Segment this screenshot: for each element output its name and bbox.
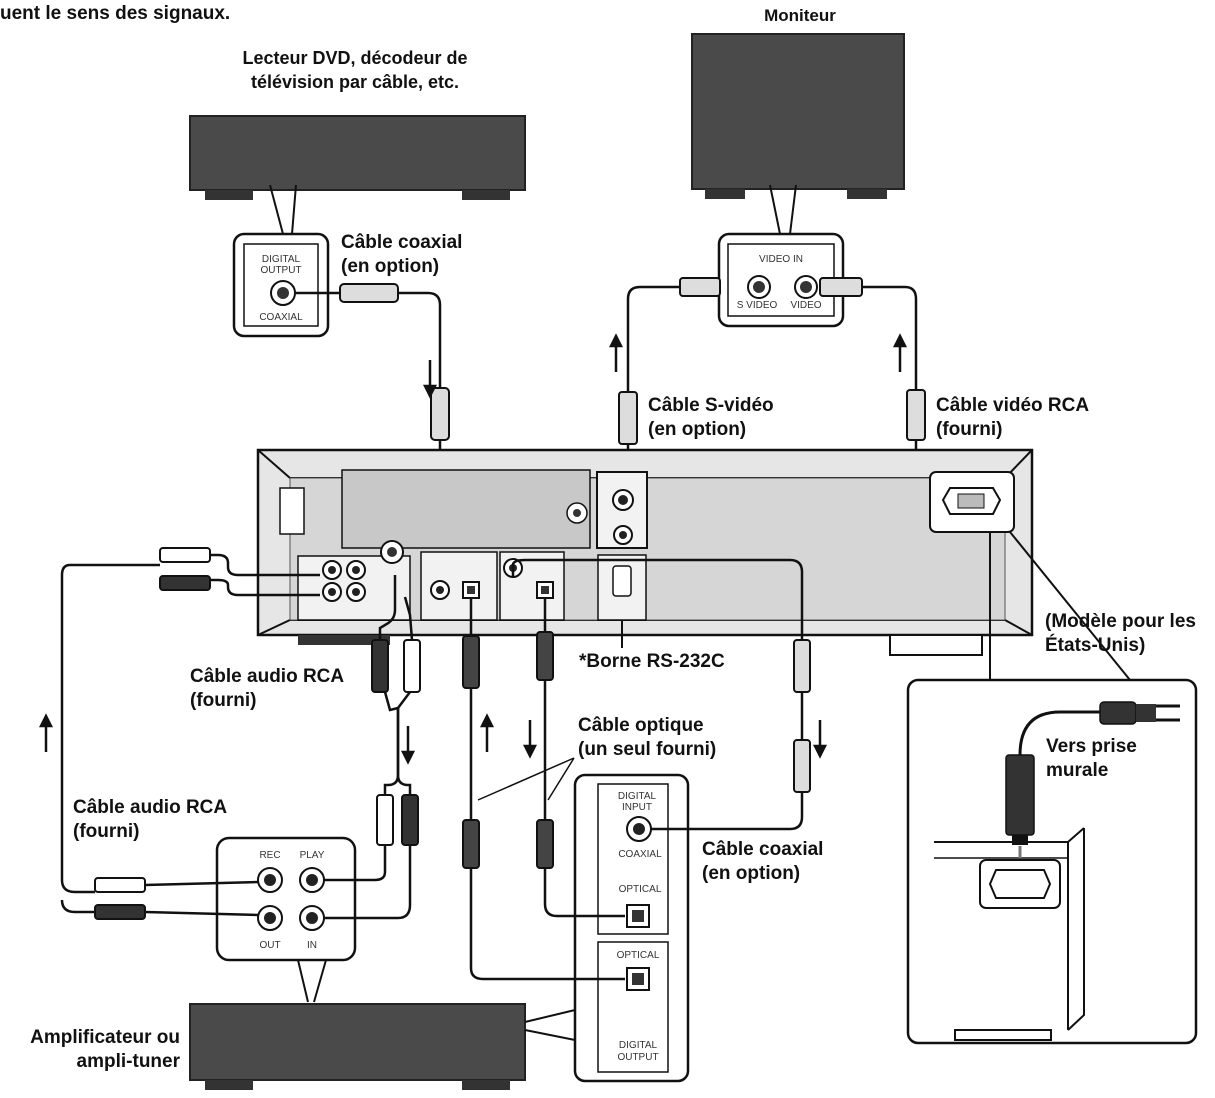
video-in-label: VIDEO IN — [759, 254, 803, 265]
wall-outlet-label-1: Vers prise — [1046, 736, 1137, 757]
coax-plug-right-bottom — [793, 739, 811, 793]
audio-rca-plug-lower-red — [94, 904, 146, 920]
audio-rca-cable-lower — [60, 845, 412, 920]
coax-cable-top-label-2: (en option) — [341, 256, 440, 277]
monitor-input-callout: VIDEO IN S VIDEO VIDEO — [717, 184, 845, 328]
amp-digital-callout: DIGITAL INPUT COAXIAL OPTICAL OPTICAL DI… — [573, 773, 690, 1083]
coax-cable-top-label: Câble coaxial (en option) — [341, 231, 462, 279]
svideo-plug-monitor — [679, 277, 721, 297]
svideo-plug-unit — [618, 391, 638, 445]
power-callout — [906, 531, 1198, 1045]
optical-cable-2 — [543, 598, 625, 918]
dig-in-label-2: INPUT — [622, 802, 652, 813]
dvd-title-line-1: Lecteur DVD, décodeur de — [242, 48, 468, 68]
coax-plug-top-h — [339, 283, 399, 303]
us-model-label-2: États-Unis) — [1045, 635, 1146, 656]
optical-cable-label: Câble optique (un seul fourni) — [578, 714, 716, 762]
monitor-device — [691, 33, 905, 199]
amplifier-title-1: Amplificateur ou — [30, 1027, 180, 1048]
arrow-down-coax-top — [422, 360, 438, 399]
rca-video-cable-label-1: Câble vidéo RCA — [936, 395, 1090, 416]
amplifier-title: Amplificateur ou ampli-tuner — [0, 1026, 180, 1074]
signal-direction-note: uent le sens des signaux. — [0, 3, 231, 24]
optical-plug-2-top — [536, 631, 554, 681]
dvd-title: Lecteur DVD, décodeur de télévision par … — [200, 46, 510, 94]
arrow-down-coax-right — [812, 720, 828, 759]
dvd-title-line-2: télévision par câble, etc. — [250, 72, 460, 92]
arrow-up-optical — [479, 713, 495, 752]
audio-rca-plug-amp-white — [376, 794, 394, 846]
optical-cable-1 — [469, 598, 625, 981]
wall-outlet-label-2: murale — [1046, 760, 1109, 781]
rca-video-plug-monitor — [819, 277, 863, 297]
optical-plug-1-top — [462, 635, 480, 689]
power-plug — [1099, 701, 1137, 725]
rca-audio-lower-label: Câble audio RCA (fourni) — [73, 796, 227, 844]
rca-audio-upper-label: Câble audio RCA (fourni) — [190, 665, 344, 713]
dvd-panel-label-1: DIGITAL — [262, 254, 301, 265]
coax-plug-top-v — [430, 387, 450, 441]
us-model-label: (Modèle pour les États-Unis) — [1045, 610, 1196, 658]
coax-cable-right-label-1: Câble coaxial — [702, 839, 824, 860]
optical-cable-label-1: Câble optique — [578, 715, 704, 736]
optical-out-label: OPTICAL — [617, 950, 660, 961]
dvd-player-device — [189, 115, 526, 200]
coax-cable-right — [511, 558, 804, 831]
audio-rca-plug-down-black — [371, 639, 389, 693]
us-model-label-1: (Modèle pour les — [1045, 611, 1196, 632]
optical-label-pointer — [477, 757, 575, 801]
optical-cable-label-2: (un seul fourni) — [578, 739, 717, 760]
rs232-label: *Borne RS-232C — [579, 651, 725, 672]
amp-out-label: OUT — [259, 940, 280, 951]
svideo-cable-label-2: (en option) — [648, 419, 747, 440]
coax-cable-right-label-2: (en option) — [702, 863, 801, 884]
dig-out-label-2: OUTPUT — [617, 1052, 658, 1063]
amp-play-label: PLAY — [300, 850, 325, 861]
rca-video-plug-unit — [906, 389, 926, 441]
rca-audio-lower-label-2: (fourni) — [73, 821, 140, 842]
svideo-cable-label: Câble S-vidéo (en option) — [648, 394, 774, 442]
dvd-panel-label-2: OUTPUT — [260, 265, 301, 276]
rca-audio-upper-label-1: Câble audio RCA — [190, 666, 345, 687]
coax-cable-top-label-1: Câble coaxial — [341, 232, 463, 253]
coax-plug-right-top — [793, 639, 811, 693]
optical-plug-2-bottom — [536, 819, 554, 869]
rca-video-cable-label: Câble vidéo RCA (fourni) — [936, 394, 1089, 442]
arrow-up-rca-video — [892, 333, 908, 372]
audio-rca-plug-down-white — [403, 639, 421, 693]
amp-in-label: IN — [307, 940, 317, 951]
audio-rca-plug-amp-red — [401, 794, 419, 846]
optical-in-label: OPTICAL — [619, 884, 662, 895]
monitor-title: Moniteur — [764, 6, 836, 25]
audio-rca-cable-upper — [60, 553, 414, 894]
arrow-down-audio — [400, 726, 416, 765]
main-unit — [256, 448, 1034, 656]
arrow-up-svideo — [608, 333, 624, 372]
rca-audio-lower-label-1: Câble audio RCA — [73, 797, 228, 818]
dig-out-label-1: DIGITAL — [619, 1040, 658, 1051]
power-connector — [1005, 754, 1035, 836]
dvd-panel-label-3: COAXIAL — [259, 312, 303, 323]
dvd-output-callout: DIGITAL OUTPUT COAXIAL — [232, 184, 330, 338]
audio-rca-plug-lower-white — [94, 877, 146, 893]
svideo-cable-label-1: Câble S-vidéo — [648, 395, 774, 416]
arrow-up-audio-left — [38, 713, 54, 752]
arrow-down-optical — [522, 720, 538, 759]
amp-rec-label: REC — [259, 850, 280, 861]
rca-audio-upper-label-2: (fourni) — [190, 690, 257, 711]
coax-cable-right-label: Câble coaxial (en option) — [702, 838, 823, 886]
amplifier-device — [189, 1003, 576, 1090]
dig-in-label-1: DIGITAL — [618, 791, 657, 802]
amplifier-title-2: ampli-tuner — [76, 1051, 180, 1072]
s-video-label: S VIDEO — [737, 300, 778, 311]
audio-rca-plug-upper-white — [159, 547, 211, 563]
wall-outlet-label: Vers prise murale — [1046, 735, 1137, 783]
coaxial-label: COAXIAL — [618, 849, 662, 860]
audio-rca-plug-upper-red — [159, 575, 211, 591]
amp-rca-callout: REC PLAY OUT IN — [215, 836, 357, 1003]
video-label: VIDEO — [790, 300, 821, 311]
optical-plug-1-bottom — [462, 819, 480, 869]
rca-video-cable-label-2: (fourni) — [936, 419, 1003, 440]
